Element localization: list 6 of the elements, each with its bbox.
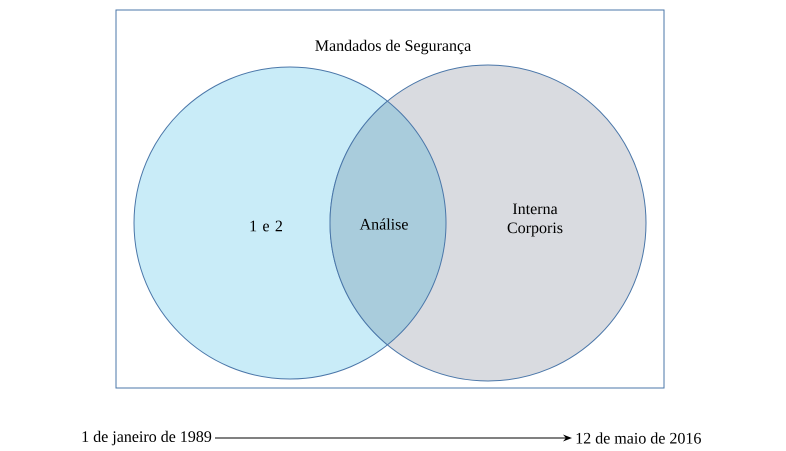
circle-label: 1 e 2 bbox=[250, 220, 282, 232]
date-label: 12 de maio de 2016 bbox=[576, 432, 701, 444]
overlap-region: Análise bbox=[330, 100, 446, 346]
node-label: Mandados de Segurança bbox=[315, 40, 471, 54]
date-label: 1 de janeiro de 1989 bbox=[82, 430, 212, 446]
circle-label: Interna Corporis bbox=[508, 204, 562, 236]
